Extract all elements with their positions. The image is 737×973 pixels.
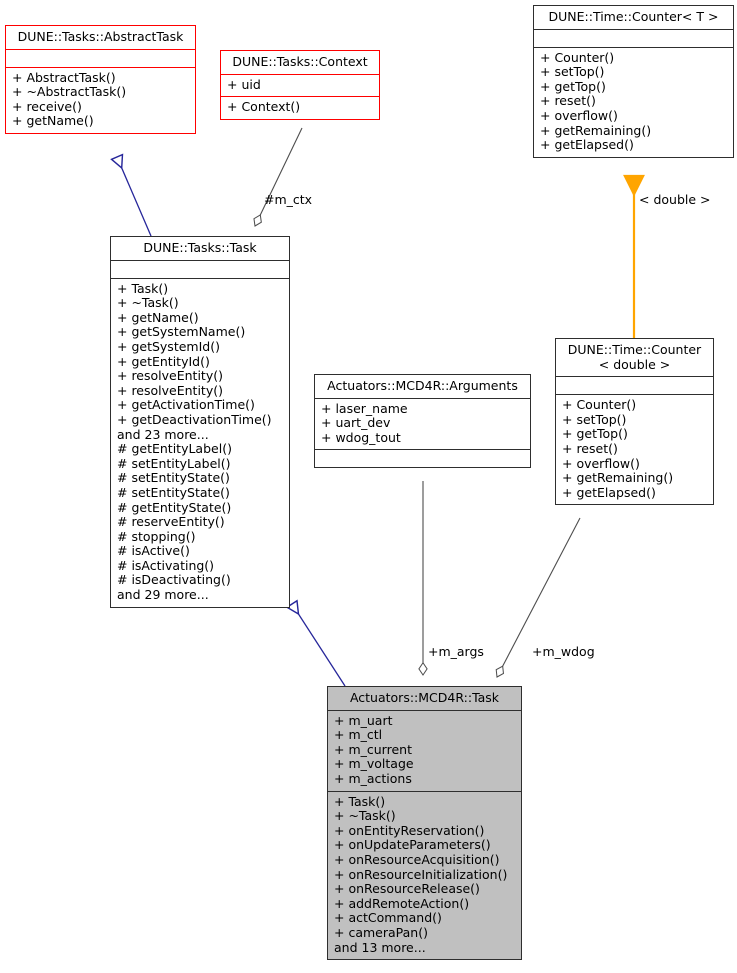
edge-mcd4rtask-inherits-task [292,604,346,687]
class-member: + overflow() [540,107,618,123]
class-member: + overflow() [562,455,640,471]
attributes-compartment [556,376,713,394]
class-member-more: and 23 more... [117,426,209,442]
class-member: + getTop() [562,426,628,442]
class-title: DUNE::Tasks::AbstractTask [17,29,184,44]
class-member: + laser_name [321,400,408,416]
class-title: DUNE::Time::Counter< T > [548,9,719,24]
class-member: + onResourceRelease() [334,881,480,897]
class-member: # isActive() [117,543,190,559]
class-member: + getName() [12,113,94,129]
class-member: + getElapsed() [562,484,656,500]
class-member: + resolveEntity() [117,382,223,398]
methods-compartment: + AbstractTask() + ~AbstractTask() + rec… [6,66,195,133]
class-member: + onUpdateParameters() [334,837,491,853]
class-member: + AbstractTask() [12,69,116,85]
class-member: + getTop() [540,78,606,94]
class-member: + getElapsed() [540,137,634,153]
class-title: DUNE::Tasks::Context [232,54,368,69]
class-member: + m_ctl [334,727,383,743]
class-member: + getActivationTime() [117,397,255,413]
class-member: # setEntityState() [117,470,230,486]
class-member: + Task() [117,280,169,296]
class-title: DUNE::Tasks::Task [143,240,257,255]
class-member: + getRemaining() [562,470,674,486]
methods-compartment: + Counter() + setTop() + getTop() + rese… [556,394,713,504]
class-member: + getSystemName() [117,324,246,340]
class-title: Actuators::MCD4R::Arguments [327,378,518,393]
methods-compartment: + Counter() + setTop() + getTop() + rese… [534,46,733,157]
edge-label-m-ctx: #m_ctx [264,192,313,207]
class-member: + uid [227,76,261,92]
edge-label-template-double: < double > [639,192,711,207]
attributes-compartment: + laser_name + uart_dev + wdog_tout [315,397,530,450]
edge-task-has-context [253,127,303,227]
class-title: DUNE::Time::Counter < double > [567,342,702,372]
class-box-abstract-task[interactable]: DUNE::Tasks::AbstractTask + AbstractTask… [5,25,196,134]
methods-compartment [315,449,530,467]
class-member: + Context() [227,99,301,115]
class-member: # getEntityState() [117,499,232,515]
class-box-mcd4r-task[interactable]: Actuators::MCD4R::Task + m_uart + m_ctl … [327,686,522,961]
edge-label-m-args: +m_args [428,644,484,659]
methods-compartment: + Context() [221,96,379,119]
class-member: + actCommand() [334,910,442,926]
class-box-arguments[interactable]: Actuators::MCD4R::Arguments + laser_name… [314,374,531,469]
class-member: + m_uart [334,712,393,728]
methods-compartment: + Task() + ~Task() + onEntityReservation… [328,790,521,960]
class-member: + uart_dev [321,415,391,431]
attributes-compartment: + m_uart + m_ctl + m_current + m_voltage… [328,709,521,791]
class-title: Actuators::MCD4R::Task [349,690,500,705]
class-member: # isDeactivating() [117,572,231,588]
attributes-compartment [6,48,195,67]
class-member: + setTop() [540,64,605,80]
class-member: + m_voltage [334,756,414,772]
class-member: + getRemaining() [540,122,652,138]
class-member: + receive() [12,98,82,114]
class-box-counter-double[interactable]: DUNE::Time::Counter < double > + Counter… [555,338,714,506]
class-member-more: and 29 more... [117,587,209,603]
class-member: + wdog_tout [321,429,401,445]
class-member: + onResourceAcquisition() [334,851,500,867]
class-member: + setTop() [562,411,627,427]
class-member: + ~Task() [117,295,179,311]
class-member: + reset() [540,93,596,109]
class-member: # isActivating() [117,557,215,573]
class-member: + resolveEntity() [117,368,223,384]
class-member: + getName() [117,309,199,325]
class-member: + m_current [334,741,412,757]
class-member: + ~AbstractTask() [12,84,127,100]
class-member: # setEntityLabel() [117,455,231,471]
class-member: + m_actions [334,770,412,786]
class-box-tasks-task[interactable]: DUNE::Tasks::Task + Task() + ~Task() + g… [110,236,290,608]
class-member: # stopping() [117,528,196,544]
class-box-counter-template[interactable]: DUNE::Time::Counter< T > + Counter() + s… [533,5,734,158]
class-member: + Counter() [562,397,637,413]
class-member: + cameraPan() [334,924,428,940]
class-member: + Task() [334,793,386,809]
class-member: + getSystemId() [117,338,220,354]
edge-label-m-wdog: +m_wdog [532,644,595,659]
attributes-compartment [111,259,289,278]
class-member-more: and 13 more... [334,939,426,955]
class-member: # setEntityState() [117,484,230,500]
class-member: # reserveEntity() [117,514,225,530]
class-member: + addRemoteAction() [334,895,470,911]
class-member: + onEntityReservation() [334,822,485,838]
class-member: + getEntityId() [117,353,210,369]
class-box-context[interactable]: DUNE::Tasks::Context + uid + Context() [220,50,380,120]
class-member: + Counter() [540,49,615,65]
class-member: + onResourceInitialization() [334,866,508,882]
class-member: + getDeactivationTime() [117,411,272,427]
attributes-compartment: + uid [221,73,379,97]
methods-compartment: + Task() + ~Task() + getName() + getSyst… [111,277,289,607]
attributes-compartment [534,28,733,47]
edge-task-inherits-abstracttask [117,157,152,237]
class-member: + reset() [562,440,618,456]
class-member: + ~Task() [334,808,396,824]
class-member: # getEntityLabel() [117,441,232,457]
